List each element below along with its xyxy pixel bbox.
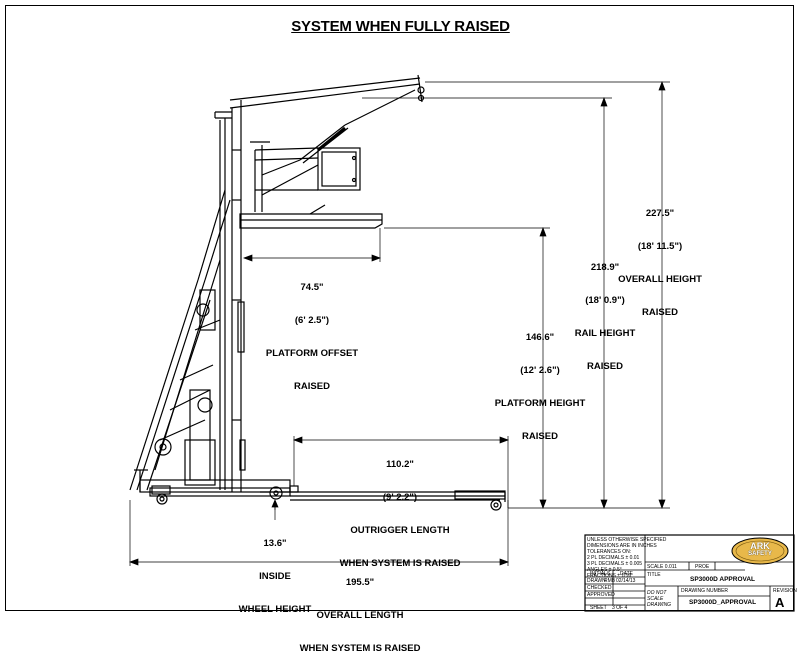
technical-drawing <box>129 74 795 612</box>
sheet-value: 3 OF 4 <box>612 605 628 611</box>
base-outrigger <box>134 469 506 511</box>
title-label: TITLE <box>647 572 661 578</box>
drawing-border <box>5 5 794 611</box>
ark-safety-logo <box>731 537 789 565</box>
revision-value: A <box>775 595 785 610</box>
guard-rail <box>250 141 361 212</box>
jib-arm <box>214 74 425 119</box>
mast <box>231 100 242 492</box>
mast-hardware <box>219 118 246 490</box>
initials-label: INITIALS <box>590 571 611 577</box>
title-block-grid <box>584 534 795 612</box>
revision-label: REVISION <box>773 588 797 594</box>
title-value: SP3000D APPROVAL <box>690 576 756 583</box>
dimension-lines <box>129 81 670 566</box>
outrigger-length-label: 110.2" (9' 2.2") OUTRIGGER LENGTH WHEN S… <box>339 459 461 569</box>
platform-height-label: 146.6" (12' 2.6") PLATFORM HEIGHT RAISED <box>494 332 586 442</box>
title-block-notes: UNLESS OTHERWISE SPECIFIED DIMENSIONS AR… <box>587 537 667 579</box>
rail-height-label: 218.9" (18' 0.9") RAIL HEIGHT RAISED <box>574 262 636 372</box>
support-frame <box>129 189 231 491</box>
lift-cylinder <box>299 89 416 164</box>
do-not-scale-note: DO NOT SCALE DRAWING <box>647 590 672 608</box>
sheet-label: SHEET <box>590 605 607 611</box>
overall-height-label: 227.5" (18' 11.5") OVERALL HEIGHT RAISED <box>618 208 702 318</box>
proe-label: PROE <box>695 564 710 570</box>
drawing-title: SYSTEM WHEN FULLY RAISED <box>291 18 510 35</box>
platform-offset-label: 74.5" (6' 2.5") PLATFORM OFFSET RAISED <box>265 282 359 392</box>
drawing-number: SP3000D_APPROVAL <box>689 599 757 606</box>
platform <box>239 204 383 229</box>
drawn-date: 02/14/13 <box>616 578 636 584</box>
scale-label: SCALE 0.011 <box>647 564 677 570</box>
drawing-number-label: DRAWING NUMBER <box>681 588 729 594</box>
drawn-label: DRAWN <box>587 578 606 584</box>
date-label: DATE <box>620 571 633 577</box>
drawn-by: RMB <box>604 578 616 584</box>
wheel-height-label: 13.6" INSIDE WHEEL HEIGHT <box>238 538 312 615</box>
overall-length-label: 195.5" OVERALL LENGTH WHEN SYSTEM IS RAI… <box>299 577 421 654</box>
logo-text: ARK SAFETY <box>748 541 772 558</box>
checked-label: CHECKED <box>587 585 612 591</box>
approved-label: APPROVED <box>587 592 615 598</box>
